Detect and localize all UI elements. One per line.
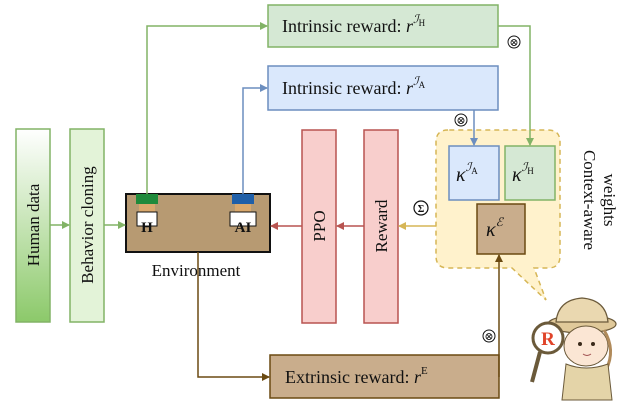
arrow-env-to-extrinsic [197, 252, 270, 381]
intrinsic-reward-a-text: Intrinsic reward: rℐA [282, 74, 426, 98]
sum-operator: Σ [413, 200, 429, 216]
multiply-operator-h: ⊗ [507, 35, 521, 49]
mascot-character: R [530, 297, 617, 401]
human-data-box [15, 128, 51, 323]
kappa-h-text: κℐH [512, 160, 534, 186]
svg-text:Σ: Σ [418, 204, 425, 215]
reward-label: Reward [372, 199, 391, 252]
intrinsic-reward-h-text: Intrinsic reward: rℐH [282, 12, 426, 36]
context-weights-title: Context-awareweights [580, 150, 619, 250]
kappa-a-text: κℐA [456, 160, 478, 186]
human-agent-sprite [136, 194, 158, 227]
svg-text:R: R [541, 329, 555, 350]
extrinsic-reward-text: Extrinsic reward: rE [285, 365, 428, 387]
arrow-env-to-intrinsic-a [242, 84, 268, 194]
human-data-label: Human data [24, 183, 43, 266]
ppo-label: PPO [310, 210, 329, 241]
svg-text:⊗: ⊗ [509, 37, 518, 49]
multiply-operator-a: ⊗ [454, 113, 468, 127]
ai-agent-sprite [229, 194, 257, 227]
multiply-operator-e: ⊗ [482, 329, 496, 343]
intrinsic-reward-h-box [267, 4, 499, 48]
kappa-e-text: κℰ [486, 215, 505, 241]
kappa-e-box [476, 203, 526, 255]
human-agent-label: H [141, 220, 153, 236]
behavior-cloning-label: Behavior cloning [78, 166, 97, 284]
environment-label: Environment [152, 261, 241, 280]
intrinsic-reward-a-box [267, 65, 499, 111]
extrinsic-reward-box [269, 354, 500, 399]
arrow-intrinsic-h-to-kappa [498, 25, 534, 146]
environment: H AI [125, 193, 271, 253]
kappa-a-box [448, 145, 500, 201]
svg-text:⊗: ⊗ [484, 331, 493, 343]
ai-agent-label: AI [235, 220, 252, 236]
arrow-env-to-intrinsic-h [146, 22, 268, 194]
kappa-h-box [504, 145, 556, 201]
svg-text:⊗: ⊗ [456, 115, 465, 127]
